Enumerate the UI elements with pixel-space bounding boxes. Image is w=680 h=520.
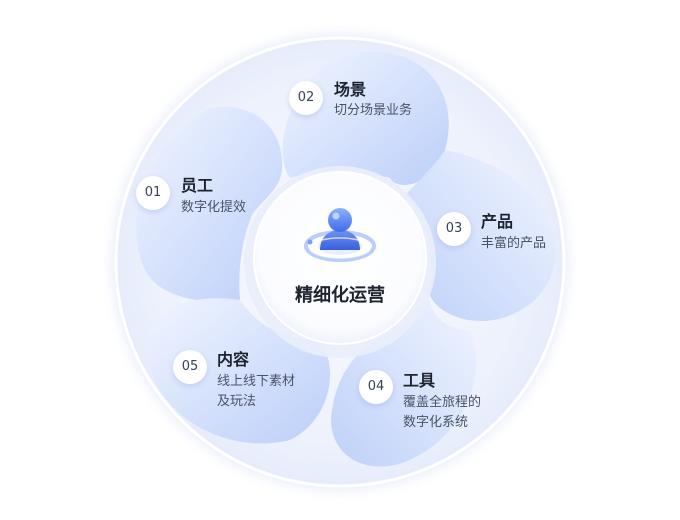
step-desc-02: 切分场景业务 — [334, 103, 413, 118]
step-desc-05: 线上线下素材 及玩法 — [217, 374, 296, 409]
step-badge-02: 02 — [289, 81, 323, 115]
step-desc-04: 覆盖全旅程的 数字化系统 — [403, 395, 482, 430]
step-badge-04: 04 — [359, 370, 393, 404]
petal-04 — [331, 290, 477, 467]
step-title-02: 场景 — [334, 80, 367, 99]
center-title: 精细化运营 — [295, 285, 385, 306]
petal-02 — [282, 51, 449, 185]
step-badge-01: 01 — [136, 176, 170, 210]
step-title-03: 产品 — [481, 212, 514, 231]
step-title-01: 员工 — [181, 176, 214, 195]
step-desc-01: 数字化提效 — [181, 200, 247, 215]
step-badge-03: 03 — [437, 212, 471, 246]
step-desc-03: 丰富的产品 — [481, 236, 547, 251]
step-badge-05: 05 — [173, 350, 207, 384]
astronaut-globe-icon — [304, 208, 376, 262]
step-title-05: 内容 — [217, 350, 250, 369]
step-title-04: 工具 — [403, 371, 436, 390]
petal-03 — [405, 150, 556, 321]
petal-01 — [136, 106, 283, 302]
